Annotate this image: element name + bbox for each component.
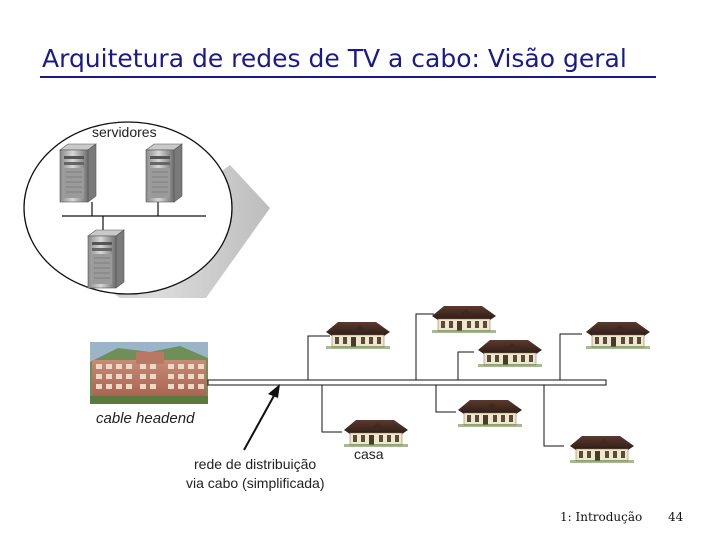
cable-branch	[307, 335, 330, 380]
pointer-arrow	[243, 391, 277, 451]
cable-branch	[559, 333, 582, 380]
title-underline	[40, 76, 656, 78]
cable-branch	[457, 351, 474, 380]
cable-branch	[415, 313, 434, 380]
house-icon	[431, 305, 497, 334]
slide-title: Arquitetura de redes de TV a cabo: Visão…	[42, 44, 627, 73]
headend-label: cable headend	[96, 410, 195, 427]
server-room-bubble	[23, 121, 233, 295]
footer-section: 1: Introdução	[560, 510, 643, 524]
house-icon	[325, 321, 391, 350]
page-number: 44	[668, 510, 684, 524]
home-label: casa	[354, 446, 384, 462]
headend-building-image	[90, 342, 208, 404]
server-icon	[59, 143, 97, 203]
distribution-network-label-line1: rede de distribuição	[194, 456, 317, 472]
server-icon	[87, 229, 125, 289]
house-icon	[585, 321, 651, 350]
house-icon	[569, 435, 635, 464]
servers-label: servidores	[92, 124, 157, 140]
pointer-arrowhead	[268, 384, 280, 398]
house-icon	[343, 419, 409, 448]
cable-branch	[321, 385, 342, 433]
server-icon	[145, 143, 183, 203]
house-icon	[457, 399, 523, 428]
house-icon	[477, 339, 543, 368]
distribution-network-label-line2: via cabo (simplificada)	[186, 475, 325, 491]
cable-branch	[435, 385, 456, 413]
cable-branch	[543, 385, 564, 447]
main-cable-trunk	[207, 379, 607, 386]
